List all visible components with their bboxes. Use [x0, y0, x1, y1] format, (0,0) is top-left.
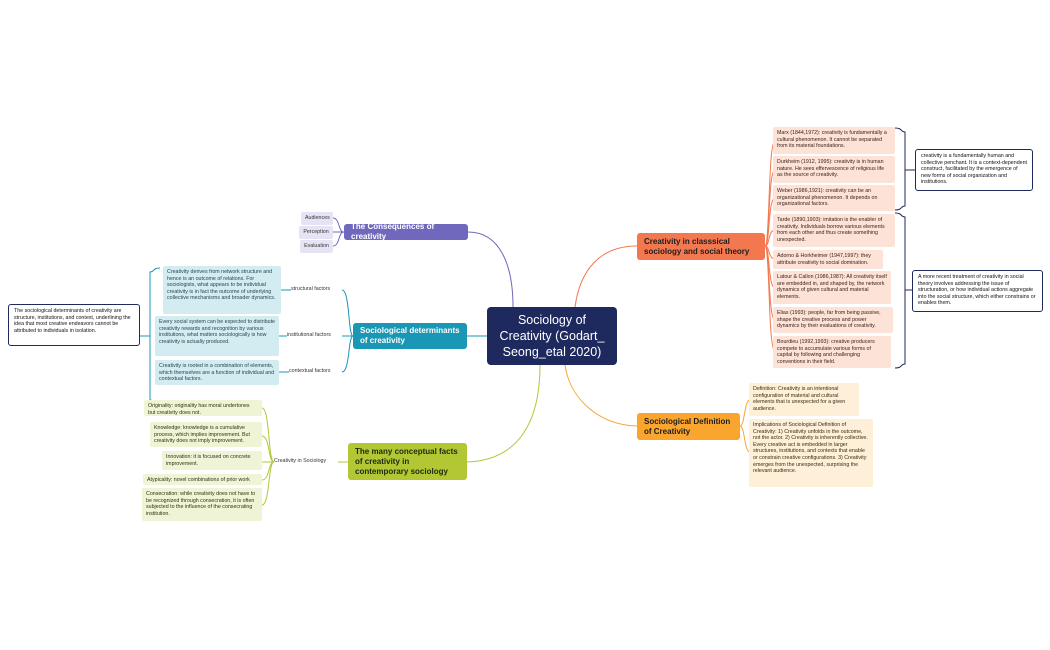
consequence-perception[interactable]: Perception: [299, 226, 333, 239]
topic-consequences[interactable]: The Consequences of creativity: [344, 222, 468, 241]
classical-summary-1[interactable]: creativity is a fundamentally human and …: [915, 149, 1033, 191]
topic-definition[interactable]: Sociological Definition of Creativity: [637, 413, 740, 440]
determinants-summary[interactable]: The sociological determinants of creativ…: [8, 304, 140, 346]
facet-originality[interactable]: Originality: originality has moral under…: [144, 400, 262, 416]
facet-innovation[interactable]: Innovation: it is focused on concrete im…: [162, 451, 262, 470]
link-consequences: [467, 231, 514, 308]
facet-knowledge[interactable]: Knowledge: knowledge is a cumulative pro…: [150, 422, 262, 447]
facet-consecration[interactable]: Consecration: while creativity does not …: [142, 488, 262, 521]
topic-facets[interactable]: The many conceptual facts of creativity …: [348, 443, 467, 480]
topic-determinants[interactable]: Sociological determinants of creativity: [353, 323, 467, 349]
classical-marx[interactable]: Marx (1844,1972): creativity is fundamen…: [773, 127, 895, 154]
consequence-evaluation[interactable]: Evaluation: [300, 240, 333, 253]
link-facets: [466, 364, 541, 463]
structural-detail[interactable]: Creativity derives from network structur…: [163, 266, 281, 314]
contextual-detail[interactable]: Creativity is rooted in a combination of…: [155, 360, 279, 385]
definition-text[interactable]: Definition: Creativity is an intentional…: [749, 383, 859, 416]
factor-structural[interactable]: structural factors: [291, 286, 331, 292]
classical-tarde[interactable]: Tarde (1890,1903): imitation is the enab…: [773, 214, 895, 247]
classical-latour[interactable]: Latour & Callon (1986,1987): All creativ…: [773, 271, 891, 304]
topic-classical[interactable]: Creativity in classsical sociology and s…: [637, 233, 765, 260]
classical-durkheim[interactable]: Durkheim (1912, 1995): creativity is in …: [773, 156, 895, 183]
definition-implications[interactable]: Implications of Sociological Definition …: [749, 419, 873, 487]
classical-elias[interactable]: Elias (1993): people, far from being pas…: [773, 307, 893, 333]
central-topic[interactable]: Sociology of Creativity (Godart_ Seong_e…: [487, 307, 617, 365]
facet-creativity-in-sociology[interactable]: Creativity in Sociology: [274, 458, 327, 464]
classical-bourdieu[interactable]: Bourdieu (1992,1993): creative producers…: [773, 336, 891, 368]
facet-atypicality[interactable]: Atypicality: novel combinations of prior…: [143, 474, 262, 485]
institutional-detail[interactable]: Every social system can be expected to d…: [155, 316, 279, 356]
classical-weber[interactable]: Weber (1986,1921): creativity can be an …: [773, 185, 895, 211]
factor-contextual[interactable]: contextual factors: [289, 368, 331, 374]
link-definition: [564, 364, 638, 427]
classical-adorno[interactable]: Adorno & Horkheimer (1947,1997): they at…: [773, 250, 883, 269]
consequence-audiences[interactable]: Audiences: [301, 212, 333, 225]
factor-institutional[interactable]: institutional factors: [287, 332, 331, 338]
classical-summary-2[interactable]: A more recent treatment of creativity in…: [912, 270, 1043, 312]
link-classical: [574, 245, 638, 308]
